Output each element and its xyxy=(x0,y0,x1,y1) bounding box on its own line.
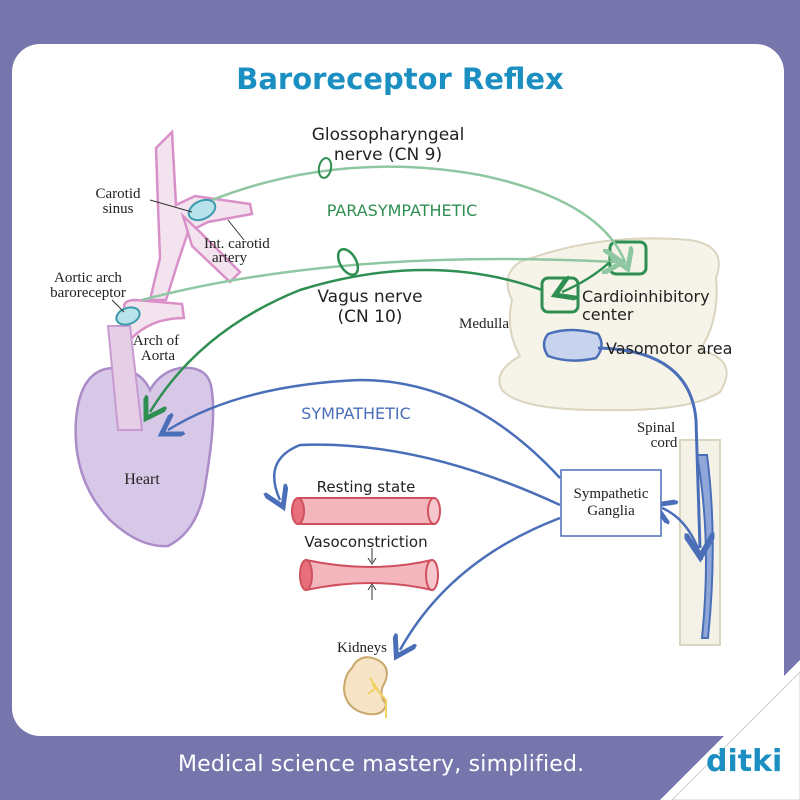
carotid-sinus-label-1: Carotid xyxy=(96,186,141,202)
carotid-sinus-leader xyxy=(149,199,193,213)
int-carotid-leader xyxy=(227,219,245,241)
aortic-baro-leader xyxy=(111,299,125,313)
vagus-ganglion xyxy=(336,247,360,277)
glossopharyngeal-ganglion xyxy=(317,157,333,179)
kidney-icon xyxy=(342,656,388,718)
brand-logo: ditki xyxy=(706,744,783,779)
cardioinhibitory-link xyxy=(562,261,611,292)
carotid-sinus-label-2: sinus xyxy=(103,201,134,217)
glossopharyngeal-nerve-path xyxy=(211,165,625,262)
arch-aorta-label-1: Arch of xyxy=(133,333,179,349)
resting-vessel xyxy=(291,497,441,525)
parasympathetic-label: PARASYMPATHETIC xyxy=(327,201,478,220)
sympathetic-to-heart-path xyxy=(168,378,561,479)
arch-aorta-label-2: Aorta xyxy=(141,348,175,364)
sympathetic-to-vessel-path xyxy=(274,443,561,505)
vasomotor-descending-path xyxy=(597,346,700,548)
constricted-vessel xyxy=(299,548,439,600)
glossopharyngeal-label-2: nerve (CN 9) xyxy=(334,145,442,165)
aortic-baro-label-1: Aortic arch xyxy=(54,270,122,286)
vagus-label-1: Vagus nerve xyxy=(317,287,422,307)
kidneys-label: Kidneys xyxy=(337,640,387,656)
int-carotid-label-1: Int. carotid xyxy=(204,236,270,252)
vagus-efferent-path xyxy=(150,268,543,412)
sympathetic-ganglia-box xyxy=(560,469,662,537)
ganglia-label-1: Sympathetic xyxy=(574,486,649,502)
cardioinhibitory-label-2: center xyxy=(582,305,634,324)
aortic-arch-baroreceptor xyxy=(115,306,141,326)
cord-to-ganglia-path xyxy=(662,508,704,561)
vagus-label-2: (CN 10) xyxy=(338,307,403,327)
vasomotor-area-shape xyxy=(542,328,603,362)
sympathetic-to-kidney-path xyxy=(400,516,561,650)
vasoconstriction-label: Vasoconstriction xyxy=(304,533,427,551)
aorta-trunk xyxy=(106,325,144,431)
corner-fold-edge xyxy=(671,671,800,800)
spinal-cord-label-2: cord xyxy=(651,435,678,451)
corner-fold xyxy=(660,660,800,800)
aortic-baro-label-2: baroreceptor xyxy=(50,285,126,301)
carotid-sinus-baroreceptor xyxy=(187,198,217,222)
footer-tagline: Medical science mastery, simplified. xyxy=(178,752,585,777)
vagus-afferent-path xyxy=(141,259,615,302)
medulla-label: Medulla xyxy=(459,316,509,332)
heart-shape xyxy=(74,366,215,548)
heart-label: Heart xyxy=(124,471,160,488)
medulla-shape xyxy=(498,237,728,412)
sympathetic-label: SYMPATHETIC xyxy=(301,404,411,423)
spinal-cord-label-1: Spinal xyxy=(637,420,675,436)
vasomotor-label: Vasomotor area xyxy=(606,339,732,358)
glossopharyngeal-label-1: Glossopharyngeal xyxy=(312,125,465,145)
int-carotid-label-2: artery xyxy=(212,250,247,266)
ganglia-label-2: Ganglia xyxy=(587,503,635,519)
page-title: Baroreceptor Reflex xyxy=(236,62,564,96)
cardioinhibitory-label-1: Cardioinhibitory xyxy=(582,287,710,306)
resting-state-label: Resting state xyxy=(317,478,416,496)
